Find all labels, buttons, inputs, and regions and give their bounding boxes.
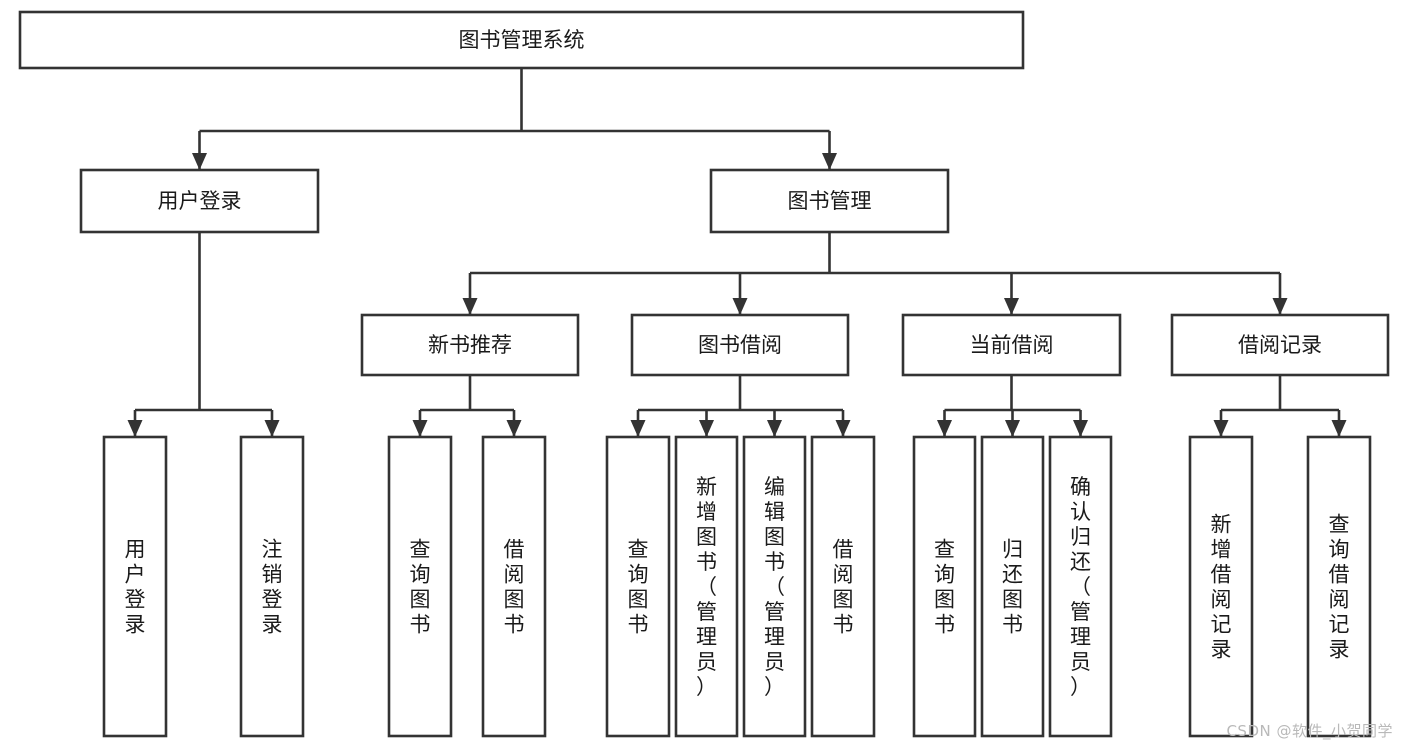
node-label: 查询图书 bbox=[628, 538, 649, 637]
node-label: 借阅图书 bbox=[833, 538, 854, 637]
arrow-head-icon bbox=[1004, 298, 1019, 315]
node-leaf[interactable]: 用户登录 bbox=[102, 435, 168, 738]
node-box bbox=[630, 313, 850, 377]
arrow-head-icon bbox=[699, 420, 714, 437]
node-box bbox=[481, 435, 547, 738]
arrow-head-icon bbox=[192, 153, 207, 170]
arrow-head-icon bbox=[127, 420, 143, 437]
node-box bbox=[605, 435, 671, 738]
node-leaf[interactable]: 查询图书 bbox=[605, 435, 671, 738]
node-leaf[interactable]: 查询图书 bbox=[912, 435, 977, 738]
node-label: 确认归还（管理员） bbox=[1070, 475, 1091, 699]
node-leaf[interactable]: 注销登录 bbox=[239, 435, 305, 738]
arrow-head-icon bbox=[412, 420, 428, 437]
node-leaf[interactable]: 新增借阅记录 bbox=[1188, 435, 1254, 738]
node-level2[interactable]: 图书借阅 bbox=[630, 313, 850, 377]
node-layer: 图书管理系统用户登录图书管理新书推荐图书借阅当前借阅借阅记录用户登录注销登录查询… bbox=[18, 10, 1390, 738]
node-leaf[interactable]: 归还图书 bbox=[980, 435, 1045, 738]
connector-layer bbox=[127, 68, 1347, 437]
arrow-head-icon bbox=[732, 298, 748, 315]
node-leaf[interactable]: 查询图书 bbox=[387, 435, 453, 738]
node-leaf[interactable]: 借阅图书 bbox=[810, 435, 876, 738]
node-box bbox=[742, 435, 807, 738]
arrow-head-icon bbox=[1331, 420, 1347, 437]
node-box bbox=[1048, 435, 1113, 738]
node-leaf[interactable]: 借阅图书 bbox=[481, 435, 547, 738]
node-label: 查询图书 bbox=[934, 538, 955, 637]
node-box bbox=[102, 435, 168, 738]
node-label: 注销登录 bbox=[262, 538, 283, 637]
node-box bbox=[901, 313, 1122, 377]
node-leaf[interactable]: 查询借阅记录 bbox=[1306, 435, 1372, 738]
node-label: 归还图书 bbox=[1002, 538, 1023, 637]
arrow-head-icon bbox=[462, 298, 478, 315]
node-label: 用户登录 bbox=[158, 189, 242, 213]
arrow-head-icon bbox=[835, 420, 851, 437]
node-box bbox=[387, 435, 453, 738]
node-box bbox=[239, 435, 305, 738]
node-box bbox=[810, 435, 876, 738]
watermark-label: CSDN @软件_小贺同学 bbox=[1226, 722, 1393, 740]
node-level2[interactable]: 借阅记录 bbox=[1170, 313, 1390, 377]
node-label: 查询图书 bbox=[410, 538, 431, 637]
node-label: 用户登录 bbox=[125, 538, 146, 637]
node-box bbox=[980, 435, 1045, 738]
node-box bbox=[1170, 313, 1390, 377]
arrow-head-icon bbox=[1073, 420, 1088, 437]
node-label: 新增图书（管理员） bbox=[696, 475, 717, 699]
node-label: 当前借阅 bbox=[970, 333, 1054, 357]
node-box bbox=[912, 435, 977, 738]
arrow-head-icon bbox=[1005, 420, 1020, 437]
node-level1[interactable]: 用户登录 bbox=[79, 168, 320, 234]
node-box bbox=[360, 313, 580, 377]
node-box bbox=[79, 168, 320, 234]
node-box bbox=[18, 10, 1025, 70]
node-level1[interactable]: 图书管理 bbox=[709, 168, 950, 234]
node-leaf[interactable]: 新增图书（管理员） bbox=[674, 435, 739, 738]
node-box bbox=[709, 168, 950, 234]
node-label: 新书推荐 bbox=[428, 333, 512, 357]
arrow-head-icon bbox=[937, 420, 952, 437]
arrow-head-icon bbox=[767, 420, 782, 437]
node-label: 图书借阅 bbox=[698, 333, 782, 357]
node-label: 查询借阅记录 bbox=[1329, 513, 1350, 662]
node-leaf[interactable]: 确认归还（管理员） bbox=[1048, 435, 1113, 738]
arrow-head-icon bbox=[1213, 420, 1229, 437]
arrow-head-icon bbox=[264, 420, 280, 437]
node-box bbox=[1306, 435, 1372, 738]
node-label: 图书管理系统 bbox=[459, 28, 585, 52]
node-label: 编辑图书（管理员） bbox=[764, 475, 785, 699]
node-label: 图书管理 bbox=[788, 189, 872, 213]
arrow-head-icon bbox=[506, 420, 522, 437]
node-box bbox=[1188, 435, 1254, 738]
node-level2[interactable]: 当前借阅 bbox=[901, 313, 1122, 377]
node-leaf[interactable]: 编辑图书（管理员） bbox=[742, 435, 807, 738]
node-label: 借阅图书 bbox=[504, 538, 525, 637]
node-label: 借阅记录 bbox=[1238, 333, 1322, 357]
node-label: 新增借阅记录 bbox=[1211, 513, 1232, 662]
arrow-head-icon bbox=[630, 420, 646, 437]
node-level2[interactable]: 新书推荐 bbox=[360, 313, 580, 377]
arrow-head-icon bbox=[1272, 298, 1288, 315]
arrow-head-icon bbox=[822, 153, 837, 170]
node-box bbox=[674, 435, 739, 738]
node-root[interactable]: 图书管理系统 bbox=[18, 10, 1025, 70]
